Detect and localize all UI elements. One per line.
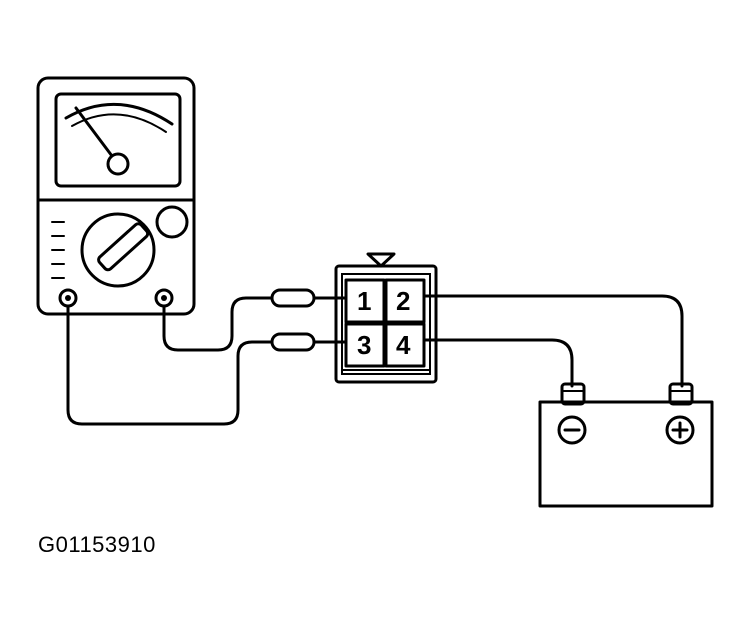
test-lead-black [66,304,274,426]
battery [538,382,714,508]
meter-needle [74,106,120,166]
zero-adjust-knob[interactable] [155,205,189,239]
meter-scale-arc [64,102,174,126]
battery-case [538,400,714,508]
connector-pin-label-3: 3 [357,330,371,360]
battery-negative-symbol-icon [557,415,587,445]
connector-latch [366,252,396,268]
probe-jack-left[interactable] [58,288,78,308]
battery-terminal-positive-post [668,382,694,406]
range-marks [51,221,65,279]
test-lead-red [162,296,274,352]
connector: 1 2 3 4 [334,252,438,384]
connector-pin-cell-2 [384,278,426,324]
battery-positive-symbol-icon [665,415,695,445]
connector-pin-label-4: 4 [396,330,411,360]
range-selector-knob[interactable] [80,212,156,288]
multimeter [36,76,196,316]
meter-pivot [106,152,130,176]
connector-pin-label-2: 2 [396,286,410,316]
meter-scale-arc-inner [71,113,167,133]
battery-terminal-negative-post [560,382,586,406]
multimeter-body [36,76,196,316]
figure-id-label: G01153910 [38,532,156,557]
connector-inner-frame [341,273,431,375]
probe-jack-right[interactable] [154,288,174,308]
jumper-wire-negative [422,338,574,388]
meter-display [54,92,182,188]
jumper-wire-positive [422,294,684,388]
connector-pin-cell-4 [384,322,426,368]
connector-pin-cell-1 [344,278,386,324]
connector-pin-label-1: 1 [357,286,371,316]
connector-housing [334,264,438,384]
connector-pin-cell-3 [344,322,386,368]
